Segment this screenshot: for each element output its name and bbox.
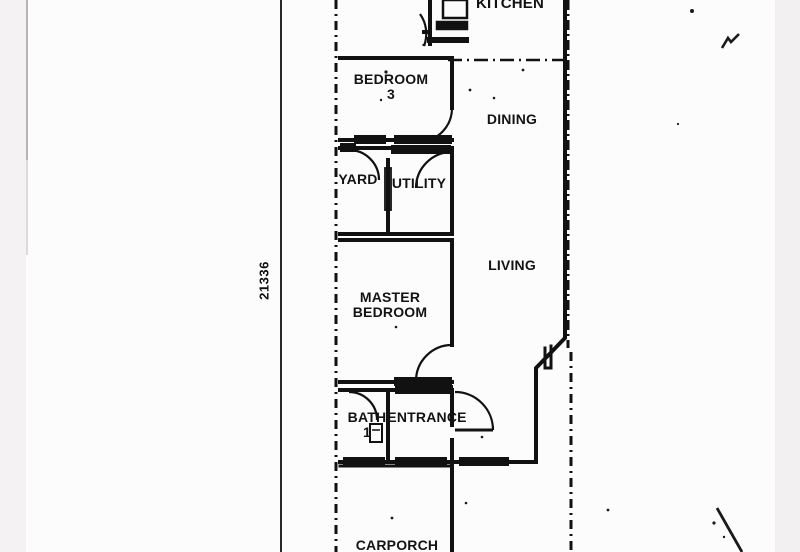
dimension-label-left: 21336 (256, 261, 272, 300)
window-entrance-bottom (395, 457, 447, 466)
room-label-dining: DINING (486, 111, 538, 127)
fixture-yard-divider-slot (384, 167, 392, 211)
room-label-bath-1: BATH 1 (347, 409, 387, 440)
window-bedroom3-bottom (354, 135, 386, 144)
window-bedroom3-door-head (394, 135, 452, 144)
window-kitchen (435, 20, 469, 31)
window-utility-top (391, 145, 451, 154)
window-group (340, 20, 509, 466)
speckle-12 (676, 122, 680, 126)
speckle-8 (390, 516, 394, 520)
speckle-7 (480, 435, 484, 439)
window-living-lower (459, 457, 509, 466)
room-label-living: LIVING (488, 257, 536, 273)
speckle-2 (379, 98, 383, 102)
door-swing-yard (348, 148, 381, 181)
fixture-group (369, 0, 469, 443)
speckle-9 (464, 501, 468, 505)
room-label-entrance: ENTRANCE (387, 409, 467, 425)
window-entrance-head (395, 385, 453, 394)
fixture-bath-wc (369, 423, 383, 443)
speckle-10 (606, 508, 610, 512)
scan-gutter-left (0, 0, 26, 552)
room-label-carporch: CARPORCH (355, 537, 439, 552)
room-label-utility: UTILITY (391, 175, 447, 191)
fixture-kitchen-sink (441, 0, 469, 20)
door-swing-entrance (454, 390, 495, 431)
window-bath-bottom (343, 457, 385, 466)
speckle-1 (384, 70, 388, 74)
door-swing-bedroom3 (419, 107, 454, 144)
door-swing-bath (348, 390, 379, 421)
property-line-group (334, 0, 573, 552)
pen-mark-top-right (720, 33, 740, 49)
speckle-11 (690, 9, 694, 13)
door-swing-kitchen (419, 13, 428, 47)
room-label-yard: YARD (338, 171, 378, 187)
window-master-bottom (394, 377, 452, 386)
room-label-master-bedroom: MASTER BEDROOM (352, 289, 428, 320)
speckle-5 (521, 68, 525, 72)
speckle-4 (492, 96, 496, 100)
scan-edge-shadow-upper (26, 0, 28, 160)
window-yard-small (340, 143, 356, 152)
scan-gutter-right (775, 0, 800, 552)
wall-living-pillar-jog (543, 344, 553, 370)
speckle-6 (394, 325, 398, 329)
door-swing-utility (414, 150, 453, 189)
pen-mark-bottom-right (715, 507, 744, 552)
wall-living-right (450, 0, 567, 464)
speckle-13 (712, 521, 716, 525)
door-swing-master (414, 343, 453, 382)
room-label-kitchen: KITCHEN (475, 0, 545, 12)
speckle-3 (468, 88, 472, 92)
scan-edge-shadow-lower (26, 160, 28, 255)
speckle-14 (722, 535, 726, 539)
room-label-bedroom-3: BEDROOM 3 (353, 71, 429, 102)
door-swing-group (348, 13, 495, 432)
scan-artifact-group (379, 9, 744, 552)
